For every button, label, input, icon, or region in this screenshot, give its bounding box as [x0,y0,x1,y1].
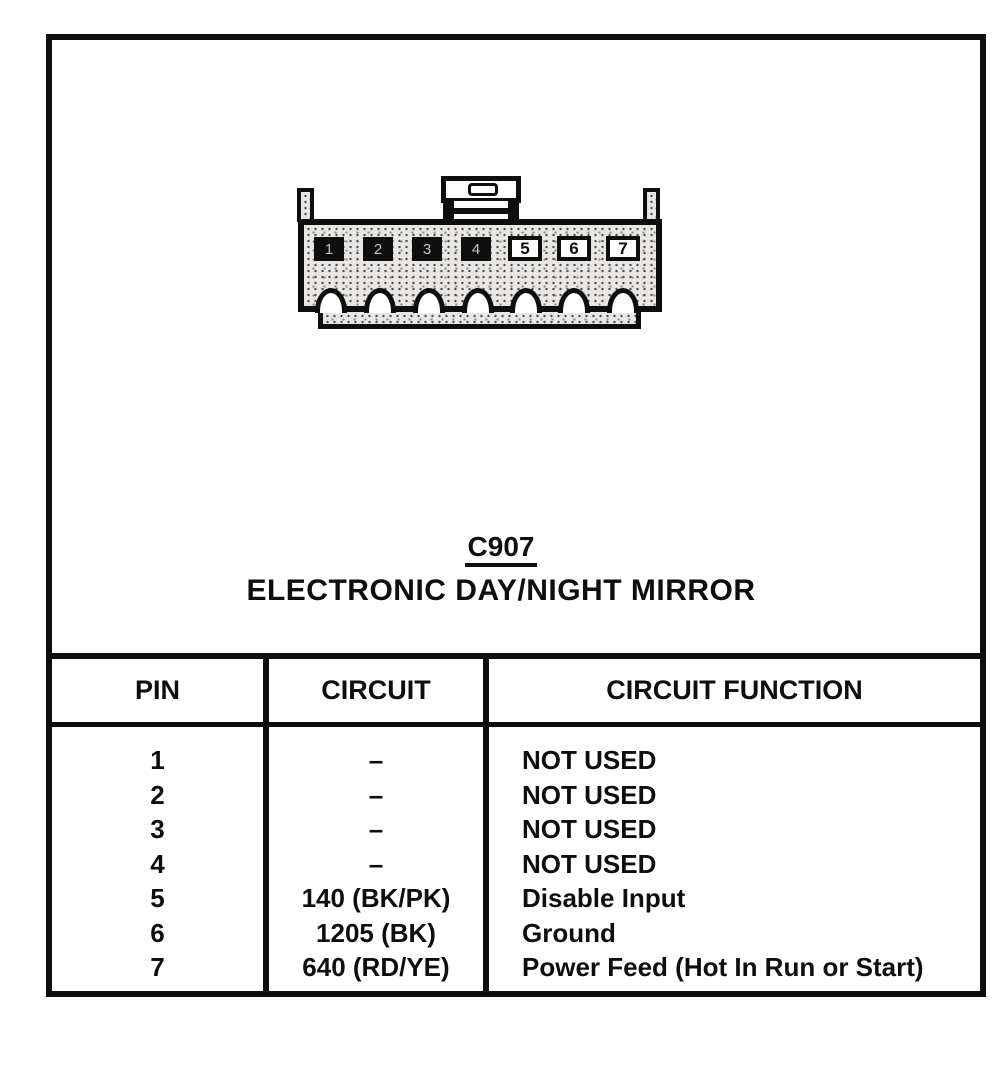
connector-pin-5: 5 [508,236,542,261]
function-cell: Power Feed (Hot In Run or Start) [522,952,924,982]
connector-pin-7: 7 [606,236,640,261]
pin-cell: 2 [150,779,165,810]
circuit-cell: – [368,814,384,844]
pin-cell: 5 [150,883,165,913]
connector-pin-4: 4 [461,237,491,261]
pin-cell: 7 [150,952,165,982]
connector-pin-1: 1 [314,237,344,261]
circuit-cell: – [368,779,384,810]
pin-cell: 3 [150,814,165,844]
pin-3-label: 3 [422,240,432,258]
table-header-circuit: CIRCUIT [269,659,489,727]
pin-6-label: 6 [569,238,579,258]
connector-id-text: C907 [464,531,538,567]
function-cell: NOT USED [522,745,657,775]
pin-cell: 1 [150,745,165,775]
connector-pin-3: 3 [412,237,442,261]
table-column-pin: 1 2 3 4 5 6 7 [52,727,269,991]
connector-tab-right [643,188,660,222]
connector-id-caption: C907 [0,531,1002,567]
table-column-circuit-function: NOT USED NOT USED NOT USED NOT USED Disa… [489,727,980,991]
connector-diagram: 1 2 3 4 5 6 7 [291,174,671,334]
connector-latch [441,176,521,203]
function-cell: NOT USED [522,848,657,879]
connector-tab-left [297,188,314,222]
pin-cell: 6 [150,917,165,948]
connector-pin-6: 6 [557,236,591,261]
circuit-cell: 640 (RD/YE) [302,952,450,982]
pin-1-label: 1 [324,240,334,258]
pin-cell: 4 [150,848,165,879]
pin-7-label: 7 [618,238,628,258]
function-cell: NOT USED [522,814,657,844]
connector-pin-2: 2 [363,237,393,261]
table-column-circuit: – – – – 140 (BK/PK) 1205 (BK) 640 (RD/YE… [269,727,489,991]
circuit-cell: – [368,848,384,879]
pin-5-label: 5 [520,238,530,258]
circuit-cell: – [368,745,384,775]
circuit-cell: 140 (BK/PK) [301,883,451,913]
table-header-pin: PIN [52,659,269,727]
function-cell: Disable Input [522,883,686,913]
circuit-cell: 1205 (BK) [316,917,436,948]
connector-latch-base [443,201,519,221]
pinout-table: PIN CIRCUIT CIRCUIT FUNCTION 1 2 3 4 5 6… [46,653,986,997]
function-cell: NOT USED [522,779,657,810]
connector-name-caption: ELECTRONIC DAY/NIGHT MIRROR [246,574,756,607]
table-header-circuit-function: CIRCUIT FUNCTION [489,659,980,727]
function-cell: Ground [522,917,616,948]
pin-2-label: 2 [373,240,383,258]
pin-4-label: 4 [471,240,481,258]
